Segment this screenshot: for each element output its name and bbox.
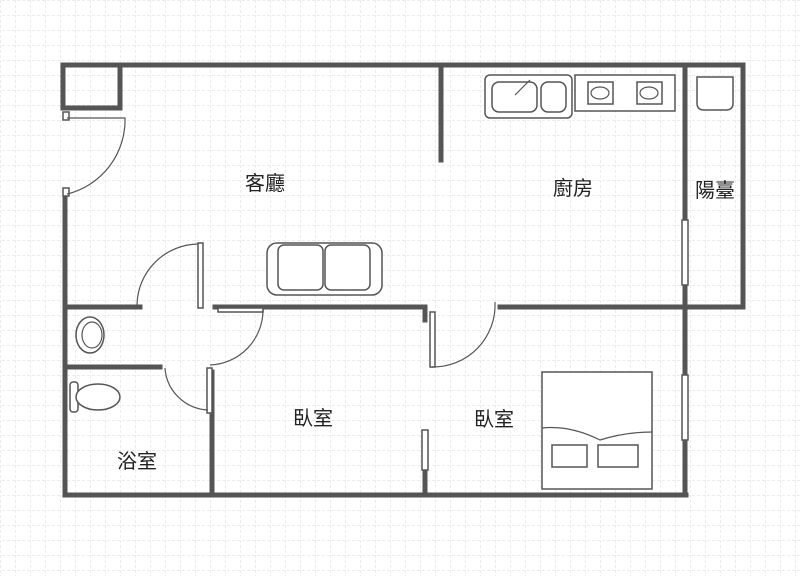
walls (60, 62, 746, 498)
washing-sink-icon (696, 76, 734, 111)
room-label-kitchen: 廚房 (553, 176, 593, 200)
room-label-living: 客廳 (245, 171, 285, 195)
toilet-icon (69, 381, 121, 413)
room-label-bedroom-1: 臥室 (293, 406, 333, 430)
room-label-bedroom-2: 臥室 (474, 407, 514, 431)
room-label-balcony: 陽臺 (695, 178, 735, 202)
sofa-icon (266, 242, 383, 296)
bed-icon (541, 371, 653, 490)
bathroom-sink-icon (75, 316, 105, 354)
room-label-bathroom: 浴室 (117, 449, 157, 473)
doors (62, 111, 496, 414)
windows (421, 219, 689, 471)
kitchen-sink-icon (484, 74, 573, 119)
stove-icon (574, 74, 676, 112)
